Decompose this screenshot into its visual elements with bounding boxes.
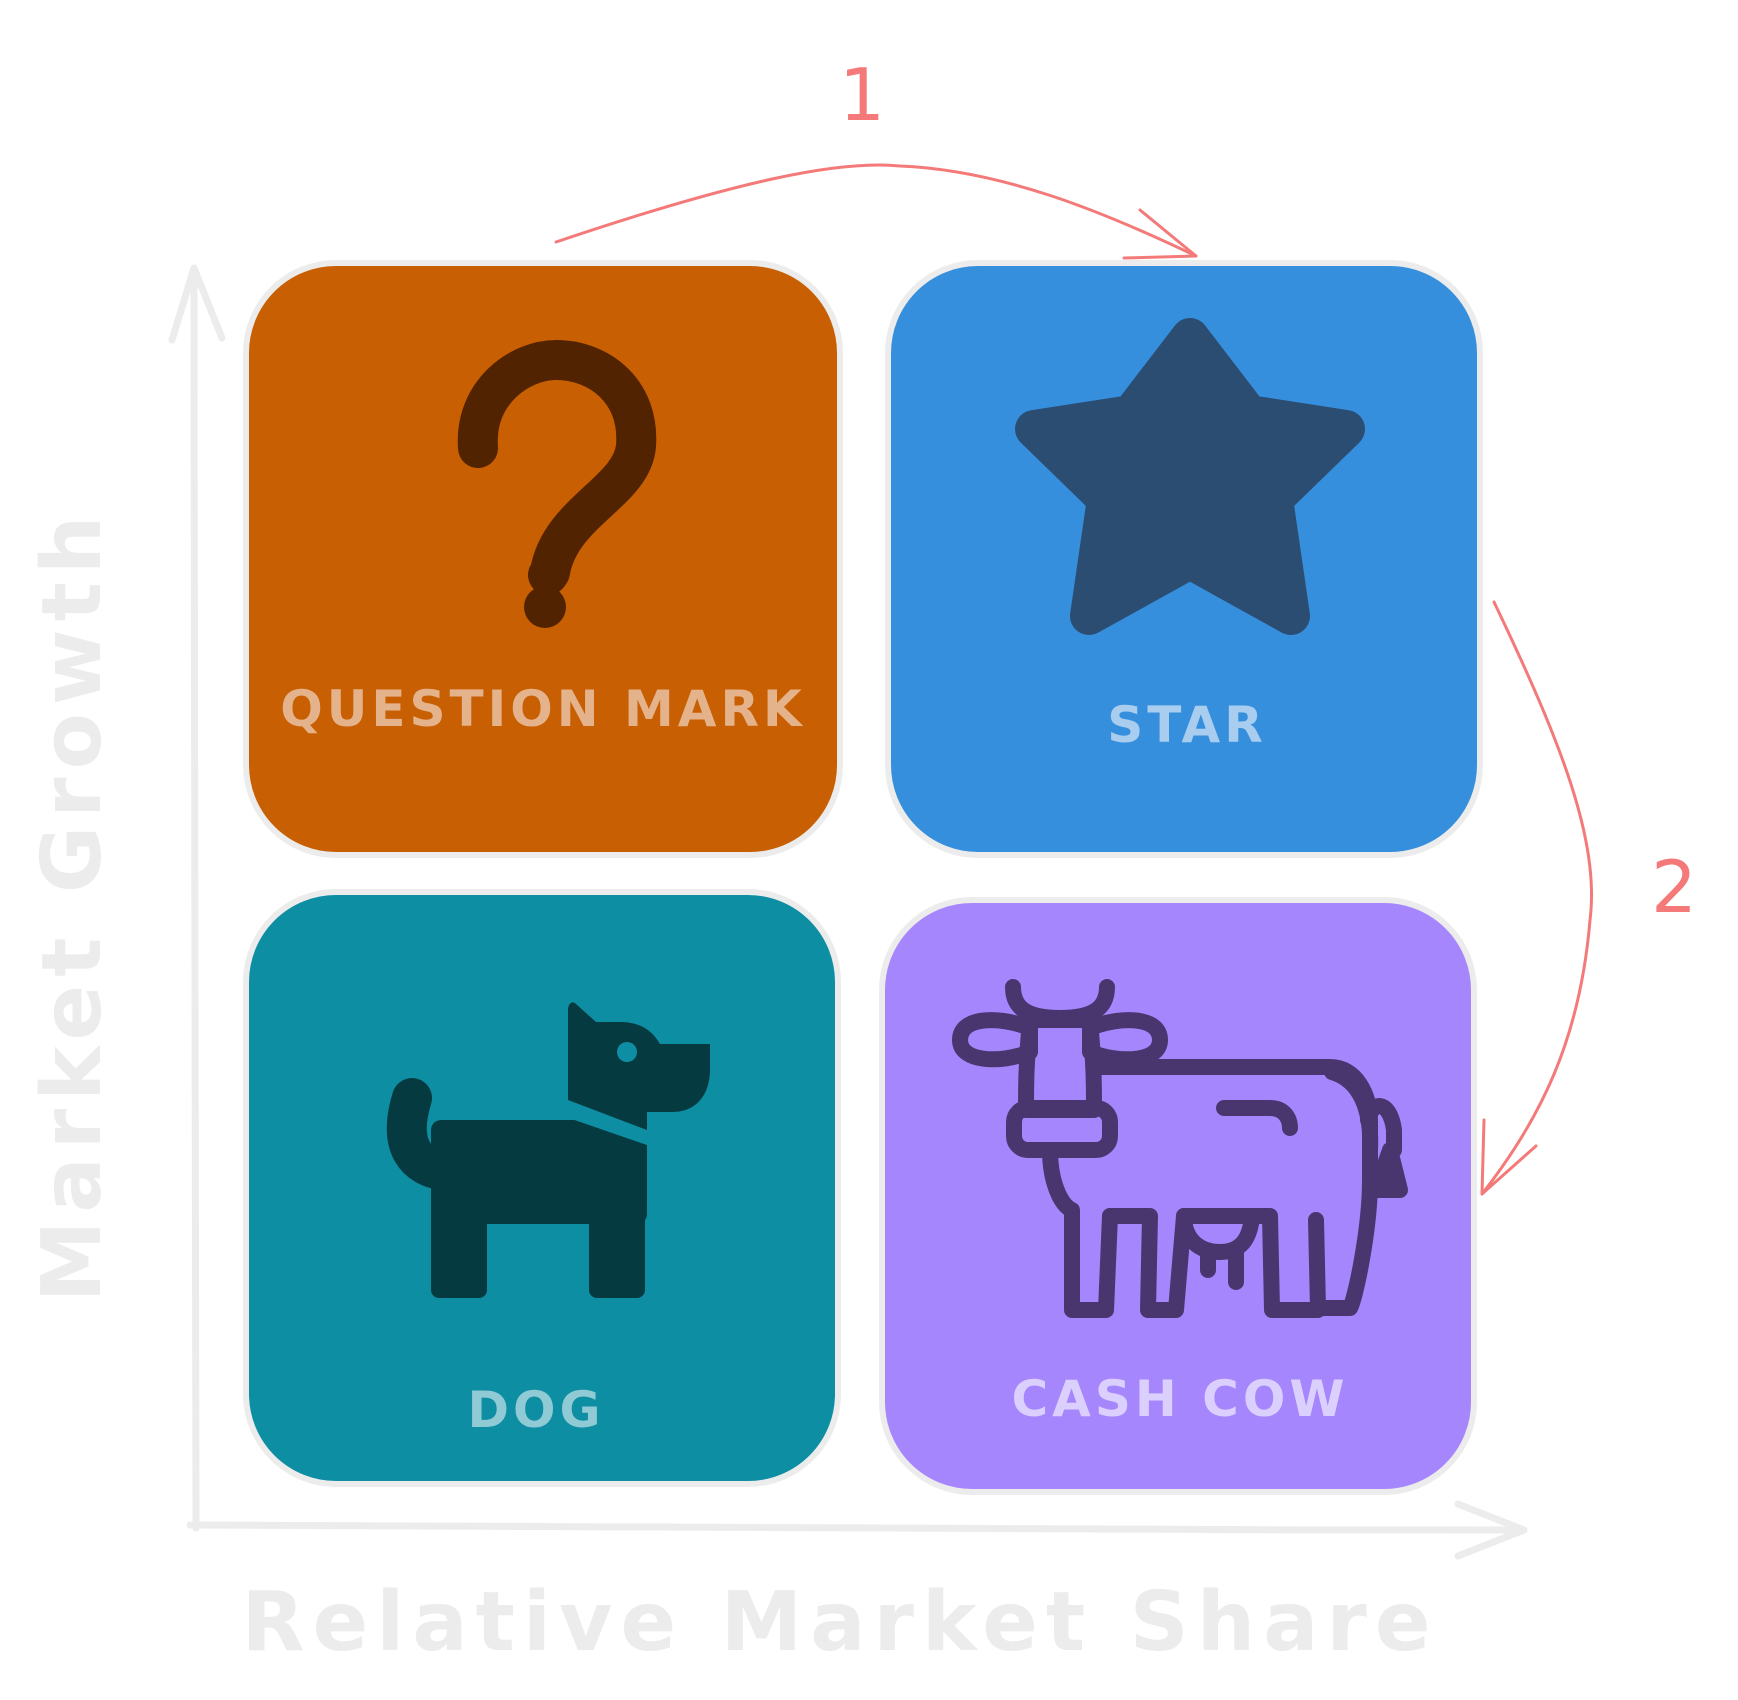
quadrant-star: STAR xyxy=(885,260,1483,858)
transition-arrow-2-curve xyxy=(1480,600,1594,1196)
x-axis-line xyxy=(186,1521,1528,1534)
y-axis-arrowhead xyxy=(168,264,226,344)
star-icon xyxy=(1015,318,1365,635)
y-axis-label: Market Growth xyxy=(25,508,120,1302)
transition-arrow-1-curve xyxy=(554,163,1198,258)
axes xyxy=(168,264,1528,1560)
quadrant-dog: DOG xyxy=(243,889,841,1487)
quadrant-dog-label: DOG xyxy=(467,1381,604,1439)
transition-arrow-2-head xyxy=(1480,1118,1538,1196)
quadrant-star-label: STAR xyxy=(1107,696,1266,754)
transition-label-1: 1 xyxy=(839,53,885,137)
cow-icon xyxy=(952,979,1408,1318)
question-mark-icon xyxy=(457,340,657,628)
quadrant-cash-cow: CASH COW xyxy=(879,897,1477,1495)
transition-arrow-2 xyxy=(1480,600,1594,1196)
x-axis-label: Relative Market Share xyxy=(241,1575,1438,1670)
transition-arrow-1-head xyxy=(1122,208,1198,260)
transition-arrow-1 xyxy=(554,163,1198,260)
quadrant-question-mark: QUESTION MARK xyxy=(243,260,843,858)
dog-icon xyxy=(386,1002,710,1298)
transition-label-2: 2 xyxy=(1651,845,1697,929)
x-axis-arrowhead xyxy=(1454,1500,1528,1560)
quadrant-cash-cow-label: CASH COW xyxy=(1011,1370,1348,1428)
y-axis-line xyxy=(190,264,200,1532)
quadrant-question-mark-label: QUESTION MARK xyxy=(280,680,805,738)
